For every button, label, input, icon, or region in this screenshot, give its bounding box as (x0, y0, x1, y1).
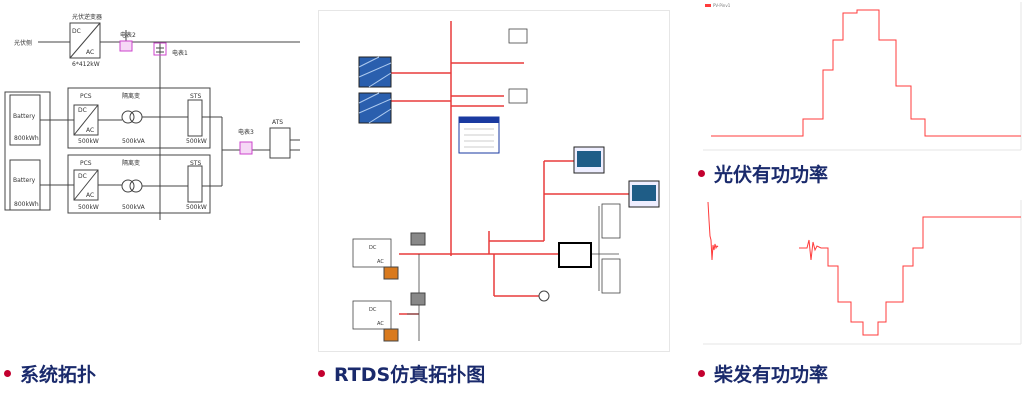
load-block (558, 242, 592, 268)
transformer-2-label: 隔离变 (122, 159, 140, 167)
diesel-power-series-transient (799, 216, 1021, 336)
solar-panel-2-icon (358, 92, 392, 124)
bullet-icon (698, 370, 705, 377)
caption-topology: 系统拓扑 (4, 360, 96, 387)
pv-power-series (711, 9, 1021, 137)
battery-1-rating: 800kWh (14, 135, 39, 142)
bullet-icon (698, 170, 705, 177)
battery-block-1 (383, 266, 399, 280)
diesel-generator-2-icon (628, 180, 660, 208)
rtds-converter-2-dc: DC (369, 307, 377, 313)
diesel-power-chart (703, 200, 1024, 346)
sts-1-rating: 500kW (186, 138, 207, 145)
pcs-1-ac: AC (86, 127, 94, 134)
transformer-1-rating: 500kVA (122, 138, 146, 145)
rtds-converter-1-ac: AC (377, 259, 384, 265)
transformer-2-rating: 500kVA (122, 204, 146, 211)
pv-power-svg: PV-Pinv1 (703, 2, 1022, 151)
caption-diesel-power-text: 柴发有功功率 (714, 364, 829, 386)
pcs-1-dc: DC (78, 107, 87, 114)
diesel-generator-1-icon (573, 146, 605, 174)
topology-svg: 光伏侧 光伏逆变器 DC AC 6*412kW 电表2 电表1 电表3 ATS … (4, 13, 300, 220)
system-topology-diagram: 光伏侧 光伏逆变器 DC AC 6*412kW 电表2 电表1 电表3 ATS … (0, 0, 305, 350)
source-icon (538, 290, 550, 302)
pv-power-chart: PV-Pinv1 (703, 2, 1024, 154)
caption-rtds: RTDS仿真拓扑图 (318, 360, 485, 387)
battery-block-2 (383, 328, 399, 342)
meter-3-label: 电表3 (238, 128, 254, 136)
battery-1-label: Battery (13, 113, 36, 120)
caption-diesel-power: 柴发有功功率 (698, 360, 828, 387)
battery-2-rating: 800kWh (14, 201, 39, 208)
caption-pv-power: 光伏有功功率 (698, 160, 828, 187)
ats-label: ATS (272, 119, 283, 126)
rtds-converter-2-ac: AC (377, 321, 384, 327)
bullet-icon (318, 370, 325, 377)
pcs-2-label: PCS (80, 160, 92, 167)
caption-topology-text: 系统拓扑 (20, 364, 97, 386)
rtds-converter-1-dc: DC (369, 245, 377, 251)
transformer-1-label: 隔离变 (122, 92, 140, 100)
diesel-power-series (707, 201, 719, 261)
battery-2-label: Battery (13, 177, 36, 184)
rtds-svg: DC AC DC AC (352, 21, 660, 342)
meter-2-icon (119, 40, 133, 52)
rtds-topology-diagram: DC AC DC AC (318, 10, 670, 352)
meter-1-label: 电表1 (172, 49, 188, 57)
pv-inverter-title: 光伏逆变器 (72, 13, 102, 21)
sts-2-label: STS (190, 160, 201, 167)
control-block-1 (410, 232, 426, 246)
meter-1-icon (153, 42, 167, 56)
pv-inverter-ac: AC (86, 49, 94, 56)
caption-rtds-text: RTDS仿真拓扑图 (334, 364, 486, 386)
pcs-2-dc: DC (78, 173, 87, 180)
meter-2-label: 电表2 (120, 31, 136, 39)
pcs-1-rating: 500kW (78, 138, 99, 145)
pcs-1-label: PCS (80, 93, 92, 100)
bullet-icon (4, 370, 11, 377)
sts-2-rating: 500kW (186, 204, 207, 211)
pcs-2-rating: 500kW (78, 204, 99, 211)
pv-inverter-dc: DC (72, 28, 81, 35)
pv-inverter-rating: 6*412kW (72, 61, 100, 68)
control-block-2 (410, 292, 426, 306)
caption-pv-power-text: 光伏有功功率 (714, 164, 829, 186)
solar-panel-1-icon (358, 56, 392, 88)
diesel-power-svg (703, 200, 1022, 345)
meter-3-icon (239, 141, 253, 155)
sts-1-label: STS (190, 93, 201, 100)
pcs-2-ac: AC (86, 192, 94, 199)
pv-grid-label: 光伏侧 (14, 39, 32, 47)
pv-legend: PV-Pinv1 (713, 3, 731, 8)
